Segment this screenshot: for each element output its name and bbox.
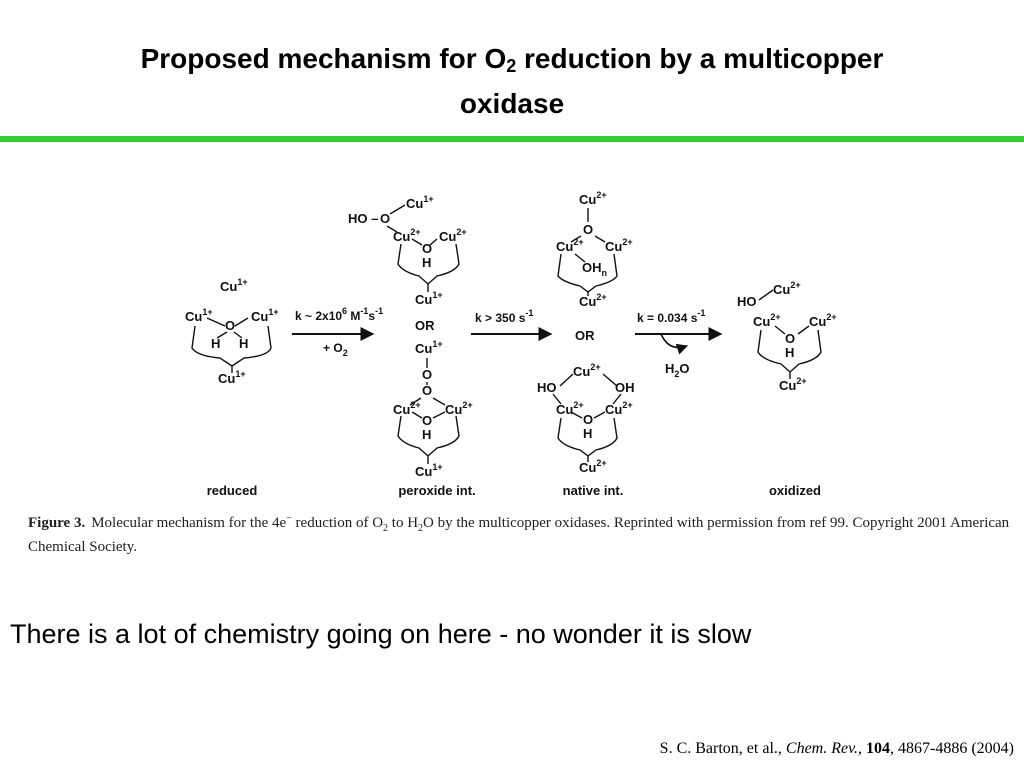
svg-text:HO: HO <box>537 380 557 395</box>
svg-text:Cu2+: Cu2+ <box>439 227 467 244</box>
slide-remark: There is a lot of chemistry going on her… <box>10 619 752 649</box>
svg-text:O: O <box>583 222 593 237</box>
svg-text:Cu1+: Cu1+ <box>220 277 248 294</box>
svg-text:k ~ 2x106 M-1s-1: k ~ 2x106 M-1s-1 <box>295 306 383 323</box>
stage-label-peroxide: peroxide int. <box>398 483 475 498</box>
svg-text:Cu1+: Cu1+ <box>406 194 434 211</box>
native-upper-structure: Cu2+ O Cu2+ Cu2+ OHn Cu2+ <box>556 190 633 309</box>
svg-text:Cu1+: Cu1+ <box>415 290 443 307</box>
svg-text:H: H <box>422 427 431 442</box>
svg-text:O: O <box>785 331 795 346</box>
oxidized-structure: HO Cu2+ Cu2+ Cu2+ O H Cu2+ <box>737 280 837 393</box>
svg-text:O: O <box>422 383 432 398</box>
svg-text:H: H <box>583 426 592 441</box>
svg-text:k = 0.034 s-1: k = 0.034 s-1 <box>637 308 705 325</box>
svg-text:Cu2+: Cu2+ <box>579 190 607 207</box>
svg-text:Cu1+: Cu1+ <box>185 307 213 324</box>
svg-text:k > 350 s-1: k > 350 s-1 <box>475 308 533 325</box>
rate-arrow-3: k = 0.034 s-1 H2O <box>635 308 723 379</box>
svg-text:O: O <box>380 211 390 226</box>
peroxide-lower-structure: Cu1+ O O Cu2+ Cu2+ O H Cu1+ <box>393 339 473 479</box>
svg-text:HO –: HO – <box>348 211 378 226</box>
svg-text:HO: HO <box>737 294 757 309</box>
svg-text:Cu2+: Cu2+ <box>753 312 781 329</box>
svg-text:Cu2+: Cu2+ <box>556 237 584 254</box>
stage-label-reduced: reduced <box>207 483 258 498</box>
citation: S. C. Barton, et al., Chem. Rev., 104, 4… <box>659 740 1014 757</box>
svg-text:Cu1+: Cu1+ <box>218 369 246 386</box>
svg-text:O: O <box>583 412 593 427</box>
svg-text:O: O <box>225 318 235 333</box>
svg-text:Cu1+: Cu1+ <box>415 339 443 356</box>
slide-title: Proposed mechanism for O2 reduction by a… <box>140 43 884 119</box>
svg-text:H: H <box>211 336 220 351</box>
svg-text:Cu2+: Cu2+ <box>445 400 473 417</box>
svg-text:Cu2+: Cu2+ <box>393 400 421 417</box>
svg-text:Cu2+: Cu2+ <box>579 458 607 475</box>
svg-text:OH: OH <box>615 380 635 395</box>
svg-text:H: H <box>422 255 431 270</box>
stage-label-native: native int. <box>563 483 624 498</box>
svg-text:Cu2+: Cu2+ <box>779 376 807 393</box>
or-label-1: OR <box>415 318 435 333</box>
svg-text:Cu2+: Cu2+ <box>605 237 633 254</box>
svg-text:Cu2+: Cu2+ <box>605 400 633 417</box>
svg-text:H2O: H2O <box>665 361 690 379</box>
svg-text:+ O2: + O2 <box>323 341 348 358</box>
svg-text:H: H <box>239 336 248 351</box>
peroxide-upper-structure: HO – O Cu1+ Cu2+ Cu2+ O H Cu1+ <box>348 194 467 307</box>
svg-text:H: H <box>785 345 794 360</box>
svg-text:O: O <box>422 367 432 382</box>
svg-text:Cu2+: Cu2+ <box>773 280 801 297</box>
native-lower-structure: Cu2+ HO OH Cu2+ Cu2+ O H Cu2+ <box>537 362 635 475</box>
svg-text:Cu2+: Cu2+ <box>809 312 837 329</box>
figure-caption: Figure 3.Molecular mechanism for the 4e−… <box>28 513 1010 555</box>
svg-text:Cu1+: Cu1+ <box>251 307 279 324</box>
reduced-structure: Cu1+ Cu1+ Cu1+ O H H Cu1+ <box>185 277 279 386</box>
svg-text:Cu2+: Cu2+ <box>556 400 584 417</box>
rate-arrow-1: k ~ 2x106 M-1s-1 + O2 <box>292 306 383 358</box>
svg-text:Cu2+: Cu2+ <box>573 362 601 379</box>
title-divider <box>0 136 1024 142</box>
or-label-2: OR <box>575 328 595 343</box>
svg-text:Cu2+: Cu2+ <box>393 227 421 244</box>
rate-arrow-2: k > 350 s-1 <box>471 308 553 341</box>
mechanism-diagram: Cu1+ Cu1+ Cu1+ O H H Cu1+ reduced k ~ 2x… <box>185 190 837 498</box>
svg-text:O: O <box>422 413 432 428</box>
svg-text:O: O <box>422 241 432 256</box>
svg-text:Cu2+: Cu2+ <box>579 292 607 309</box>
svg-text:OHn: OHn <box>582 260 607 278</box>
stage-label-oxidized: oxidized <box>769 483 821 498</box>
svg-text:Cu1+: Cu1+ <box>415 462 443 479</box>
